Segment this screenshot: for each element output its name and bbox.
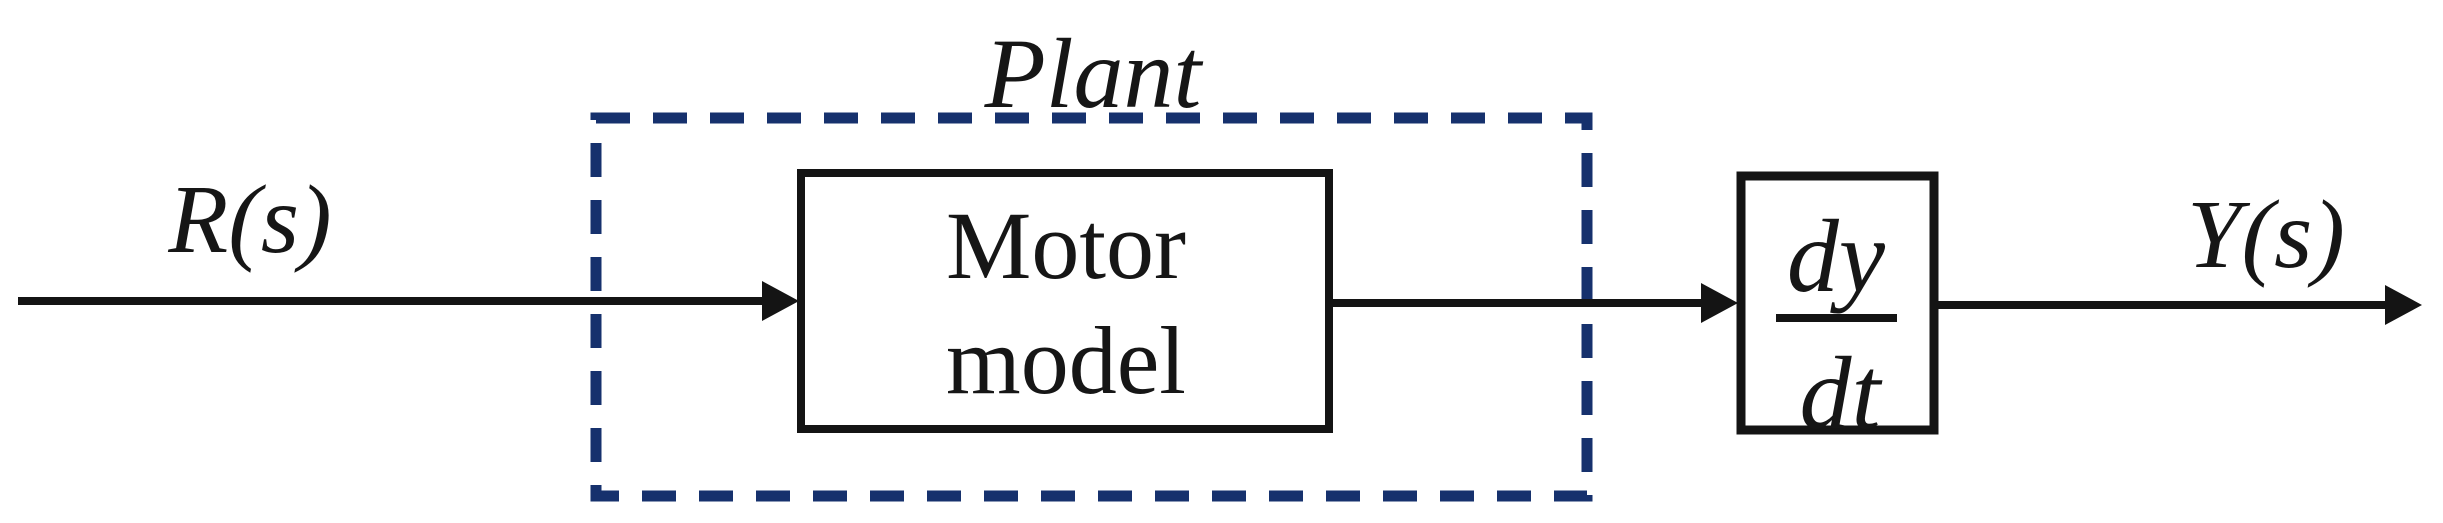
output-signal-label: Y(s) [2187, 181, 2345, 289]
derivative-numerator-label: dy [1787, 199, 1886, 314]
plant-label: Plant [984, 18, 1204, 129]
input-signal-label: R(s) [167, 166, 331, 274]
input-arrowhead-icon [762, 281, 799, 321]
motor-model-block [797, 169, 1333, 433]
motor-model-label-line2: model [946, 307, 1186, 414]
motor-model-label-line1: Motor [946, 192, 1186, 299]
output-arrowhead-icon [2385, 285, 2422, 325]
derivative-arrowhead-icon [1701, 283, 1738, 323]
derivative-denominator-label: dt [1800, 336, 1883, 451]
